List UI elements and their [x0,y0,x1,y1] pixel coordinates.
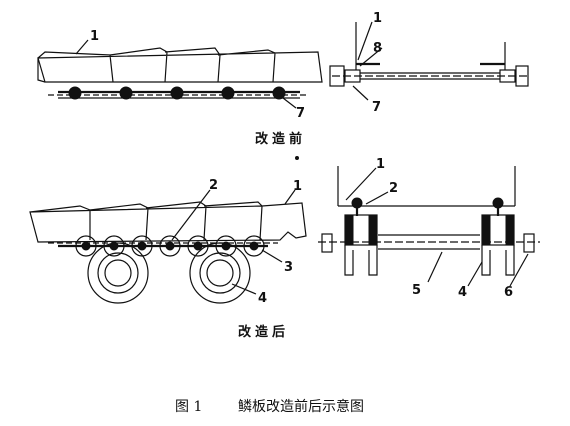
figure-title: 鳞板改造前后示意图 [238,398,364,415]
label-chain: 3 [284,260,293,275]
label-bracket: 6 [504,285,513,300]
before-end-view: 1 8 7 [329,11,529,115]
label-wheel: 4 [458,285,467,300]
label-plate: 1 [376,157,385,172]
label-wheel: 4 [258,291,267,306]
after-side-view: 2 1 3 4 [29,178,307,306]
label-link: 2 [209,178,218,193]
label-plate: 1 [293,179,302,194]
label-roller: 7 [372,100,381,115]
label-roller: 7 [296,106,305,121]
after-end-view: 1 2 5 4 6 [318,157,540,300]
label-link: 2 [389,181,398,196]
caption-before: 改造前 [255,131,306,147]
label-plate: 1 [373,11,382,26]
before-side-view: 1 7 [37,29,323,121]
label-pin: 8 [373,41,382,56]
label-axle: 5 [412,283,421,298]
caption-after: 改造后 [238,324,289,340]
figure-number: 图 1 [175,399,202,415]
label-plate: 1 [90,29,99,44]
